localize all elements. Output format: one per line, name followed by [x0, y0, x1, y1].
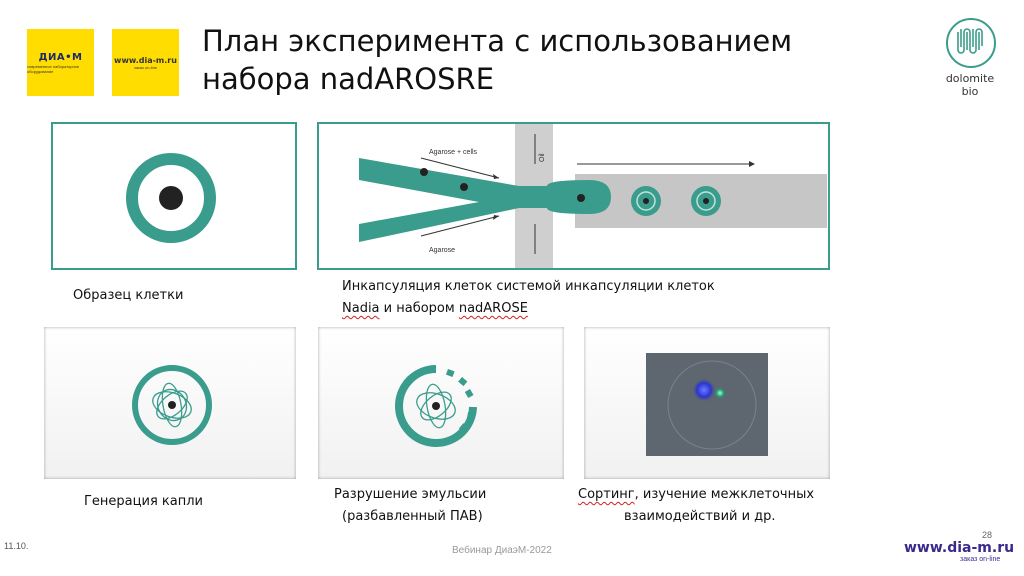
footer-dia-url-sub: заказ on-line — [960, 556, 1001, 563]
cell-sample-illustration — [126, 153, 216, 243]
caption-sorting: Сортинг, изучение межклеточных взаимодей… — [578, 484, 814, 528]
caption-sorting-line-1: Сортинг, изучение межклеточных — [578, 484, 814, 506]
footer-date: 11.10. — [4, 541, 29, 551]
caption-sorting-word: Сортинг — [578, 487, 635, 502]
diam-url-logo: www.dia-m.ru заказ on-line — [112, 29, 179, 96]
label-agarose: Agarose — [429, 247, 455, 254]
sorting-microscopy-image — [646, 353, 768, 456]
caption-cell-sample: Образец клетки — [73, 288, 184, 303]
caption-emulsion: Разрушение эмульсии (разбавленный ПАВ) — [334, 484, 486, 528]
caption-and-kit: и набором — [379, 301, 459, 316]
caption-emulsion-line-2: (разбавленный ПАВ) — [342, 509, 483, 524]
dolomite-line-2: bio — [961, 85, 979, 98]
diam-logo-name: ДИА•М — [38, 51, 83, 63]
slide-title: План эксперимента с использованием набор… — [202, 22, 902, 98]
dolomite-line-1: dolomite — [945, 72, 995, 85]
microfluidic-chip-diagram: Agarose + cells Agarose Oil — [359, 124, 827, 268]
caption-encapsulation-line-1: Инкапсуляция клеток системой инкапсуляци… — [342, 279, 715, 294]
caption-sorting-rest: , изучение межклеточных — [634, 487, 815, 502]
diam-url-logo-text: www.dia-m.ru — [114, 55, 177, 65]
emulsion-breaking-illustration — [395, 365, 477, 447]
page-number: 28 — [982, 530, 993, 540]
caption-encapsulation-line-2: Nadia и набором nadAROSE — [342, 298, 715, 320]
caption-nadarose: nadAROSE — [458, 301, 528, 316]
caption-sorting-line-2: взаимодействий и др. — [624, 509, 776, 524]
label-agarose-cells: Agarose + cells — [429, 149, 478, 156]
title-line-2: набора nadAROSRE — [202, 62, 495, 96]
footer-dia-url: www.dia-m.ru — [904, 540, 1015, 556]
caption-emulsion-line-1: Разрушение эмульсии — [334, 487, 487, 502]
drop-generation-illustration — [132, 365, 212, 445]
caption-drop-generation: Генерация капли — [84, 494, 203, 509]
diam-logo: ДИА•М современное лабораторное оборудова… — [27, 29, 94, 96]
panel-cell-sample — [51, 122, 297, 270]
footer-center-text: Вебинар ДиаэМ-2022 — [452, 545, 552, 556]
diam-logo-sub: современное лабораторное оборудование — [27, 63, 80, 74]
panel-drop-generation — [44, 327, 296, 479]
dolomite-bio-logo-icon — [946, 18, 996, 68]
dolomite-bio-logo-text: dolomite bio — [942, 72, 998, 98]
caption-encapsulation: Инкапсуляция клеток системой инкапсуляци… — [342, 276, 715, 320]
diam-url-logo-sub: заказ on-line — [133, 64, 158, 70]
panel-sorting — [584, 327, 830, 479]
caption-nadia: Nadia — [342, 301, 380, 316]
title-line-1: План эксперимента с использованием — [202, 24, 793, 58]
label-oil: Oil — [539, 153, 546, 162]
panel-encapsulation: Agarose + cells Agarose Oil — [317, 122, 830, 270]
panel-emulsion-breaking — [318, 327, 564, 479]
